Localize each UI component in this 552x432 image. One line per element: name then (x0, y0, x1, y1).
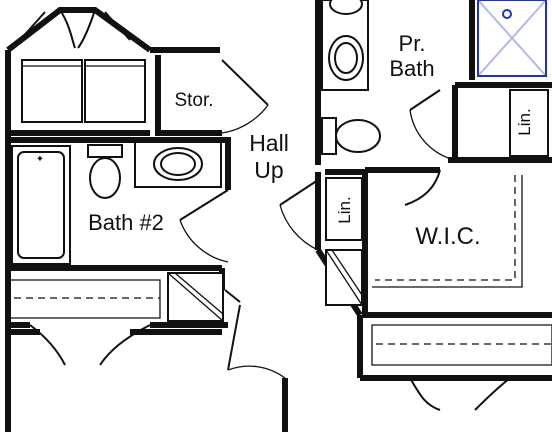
bay-wall-top (6, 7, 152, 53)
pr-bath-door-leaf (409, 89, 441, 111)
bay-cabinet-right (84, 59, 146, 123)
label-linen-mid: Lin. (335, 196, 354, 223)
lin-mid-closet (325, 177, 363, 241)
bay-door-swing (59, 9, 96, 49)
label-hall: Hall (249, 130, 289, 156)
walls (5, 0, 552, 432)
label-linen-top: Lin. (515, 108, 534, 135)
label-wic: W.I.C. (415, 223, 480, 250)
closet-shelves (8, 175, 552, 366)
hall-door-arc (227, 365, 286, 379)
wic-walls (362, 170, 552, 318)
tub-drain-icon: ✦ (36, 154, 44, 165)
pr-sink-upper (329, 0, 363, 15)
lower-doors (29, 304, 511, 411)
pr-bath-door-arc (409, 109, 456, 161)
storage-door-arc (221, 104, 269, 134)
toilet-bowl (89, 157, 121, 199)
wic-shelf-line (375, 175, 516, 281)
bath2-top-wall (8, 137, 231, 190)
lower-right-double-door (409, 377, 511, 411)
bath2-fixtures: ✦ (11, 141, 222, 265)
storage-wall (155, 55, 222, 136)
lower-left-double-door (29, 324, 151, 366)
storage-door (221, 59, 269, 134)
hall-door-leaf (227, 304, 241, 371)
toilet-tank (87, 144, 123, 158)
lin-door-leaf (279, 179, 319, 206)
bath2-door-arc (179, 219, 229, 263)
label-storage: Stor. (174, 90, 213, 111)
hall-closet-box (8, 279, 161, 319)
room-labels: Stor. Hall Up Bath #2 Pr. Bath Lin. Lin.… (88, 31, 534, 250)
hall-right-doors (279, 177, 363, 306)
pr-toilet-bowl (335, 119, 381, 153)
shower-drain-icon (502, 9, 512, 19)
top-left-bay (19, 9, 146, 123)
label-primary-bath-1: Pr. (399, 31, 426, 56)
label-bath2: Bath #2 (88, 210, 164, 235)
lin-top-closet (509, 89, 549, 157)
bathtub-basin (17, 151, 65, 259)
linen-closet-left (167, 272, 241, 322)
lin-door-arc (279, 204, 319, 251)
primary-bath-fixtures (321, 0, 549, 206)
storage-door-leaf (221, 59, 269, 106)
bath2-door (179, 189, 229, 263)
pr-sink-basin (334, 42, 358, 74)
wic-shelf-edge (372, 175, 523, 288)
bay-cabinet-left (21, 59, 83, 123)
sink-basin (160, 152, 196, 176)
pr-toilet-tank (321, 117, 337, 155)
wic-door-arc (404, 169, 441, 206)
lower-closet-box (371, 324, 552, 366)
label-up: Up (254, 157, 283, 183)
label-primary-bath-2: Bath (389, 56, 434, 81)
bath2-door-leaf (179, 189, 229, 221)
shower (477, 0, 547, 77)
